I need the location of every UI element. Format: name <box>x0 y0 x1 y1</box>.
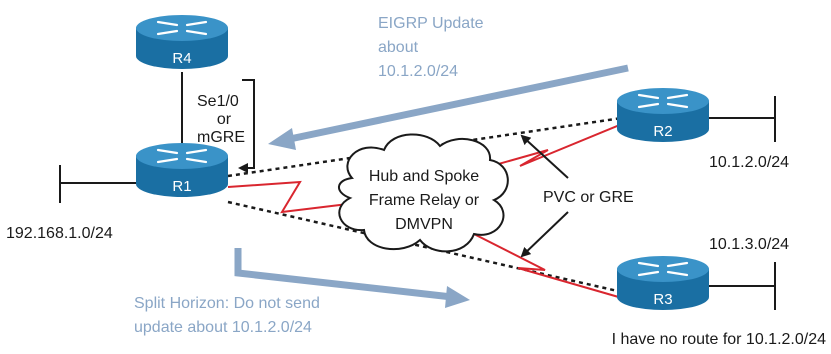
router-r4: R4 <box>136 15 228 69</box>
no-route-label: I have no route for 10.1.2.0/24 <box>612 331 826 348</box>
interface-pointer-arrow <box>238 79 255 173</box>
lan-r2-label: 10.1.2.0/24 <box>709 154 789 171</box>
lan-r1-label: 192.168.1.0/24 <box>6 225 113 242</box>
hub-spoke-cloud <box>338 133 509 253</box>
router-arrows-icon <box>637 93 689 109</box>
pvc-or-gre-label: PVC or GRE <box>543 189 634 206</box>
router-r2: R2 <box>617 88 709 142</box>
dashed-link-r1-r2 <box>227 116 623 178</box>
pvc-arrow-up <box>520 134 569 179</box>
router-label: R1 <box>172 178 191 195</box>
eigrp-update-line-3: 10.1.2.0/24 <box>378 63 458 80</box>
cloud-line-2: Frame Relay or <box>369 192 480 209</box>
split-horizon-line-2: update about 10.1.2.0/24 <box>134 319 312 336</box>
lan-r3-segment <box>705 262 776 310</box>
eigrp-update-arrow <box>268 64 629 150</box>
router-label: R4 <box>172 50 191 67</box>
eigrp-update-line-2: about <box>378 39 419 56</box>
split-horizon-line-1: Split Horizon: Do not send <box>134 295 320 312</box>
router-r1: R1 <box>136 143 228 197</box>
router-label: R2 <box>653 123 672 140</box>
r1-interface-line-3: mGRE <box>197 129 245 146</box>
lan-r3-label: 10.1.3.0/24 <box>709 236 789 253</box>
lan-r1-segment <box>59 165 140 203</box>
split-horizon-arrow <box>234 248 470 308</box>
dashed-link-r1-r3 <box>227 200 623 294</box>
r1-interface-line-1: Se1/0 <box>197 93 239 110</box>
cloud-line-3: DMVPN <box>395 216 453 233</box>
router-r3: R3 <box>617 256 709 310</box>
router-label: R3 <box>653 291 672 308</box>
serial-link-cloud-r3 <box>469 231 623 299</box>
router-arrows-icon <box>156 20 208 36</box>
serial-link-cloud-r2 <box>469 123 623 173</box>
r1-interface-line-2: or <box>217 111 232 128</box>
router-arrows-icon <box>637 261 689 277</box>
cloud-line-1: Hub and Spoke <box>369 168 479 185</box>
serial-link-r1-cloud <box>227 180 349 214</box>
lan-r2-segment <box>705 96 776 142</box>
eigrp-update-line-1: EIGRP Update <box>378 15 484 32</box>
router-arrows-icon <box>156 148 208 164</box>
pvc-arrow-down <box>520 211 569 258</box>
